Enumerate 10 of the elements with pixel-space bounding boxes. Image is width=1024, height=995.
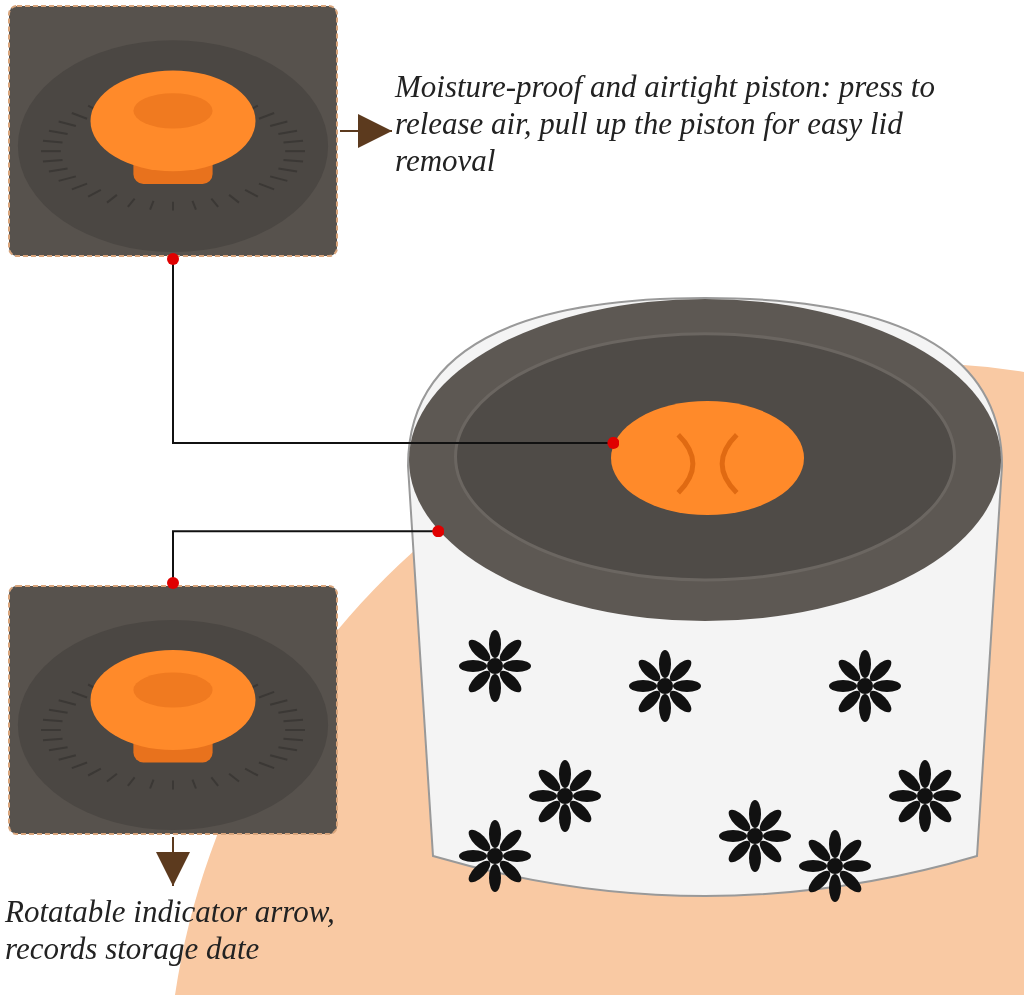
lid-photo — [8, 5, 338, 257]
lid — [408, 298, 1002, 622]
leader-line — [167, 253, 620, 449]
pointer-arrow — [156, 836, 190, 887]
leader-line — [167, 525, 445, 589]
pointer-arrow — [339, 114, 393, 148]
lid-photo — [8, 585, 338, 835]
callout-text: Rotatable indicator arrow, records storage date — [5, 893, 336, 967]
piston-knob — [610, 400, 805, 516]
callout-text: Moisture-proof and airtight piston: press to release air, pull up the piston for easy lid removal — [395, 68, 936, 179]
